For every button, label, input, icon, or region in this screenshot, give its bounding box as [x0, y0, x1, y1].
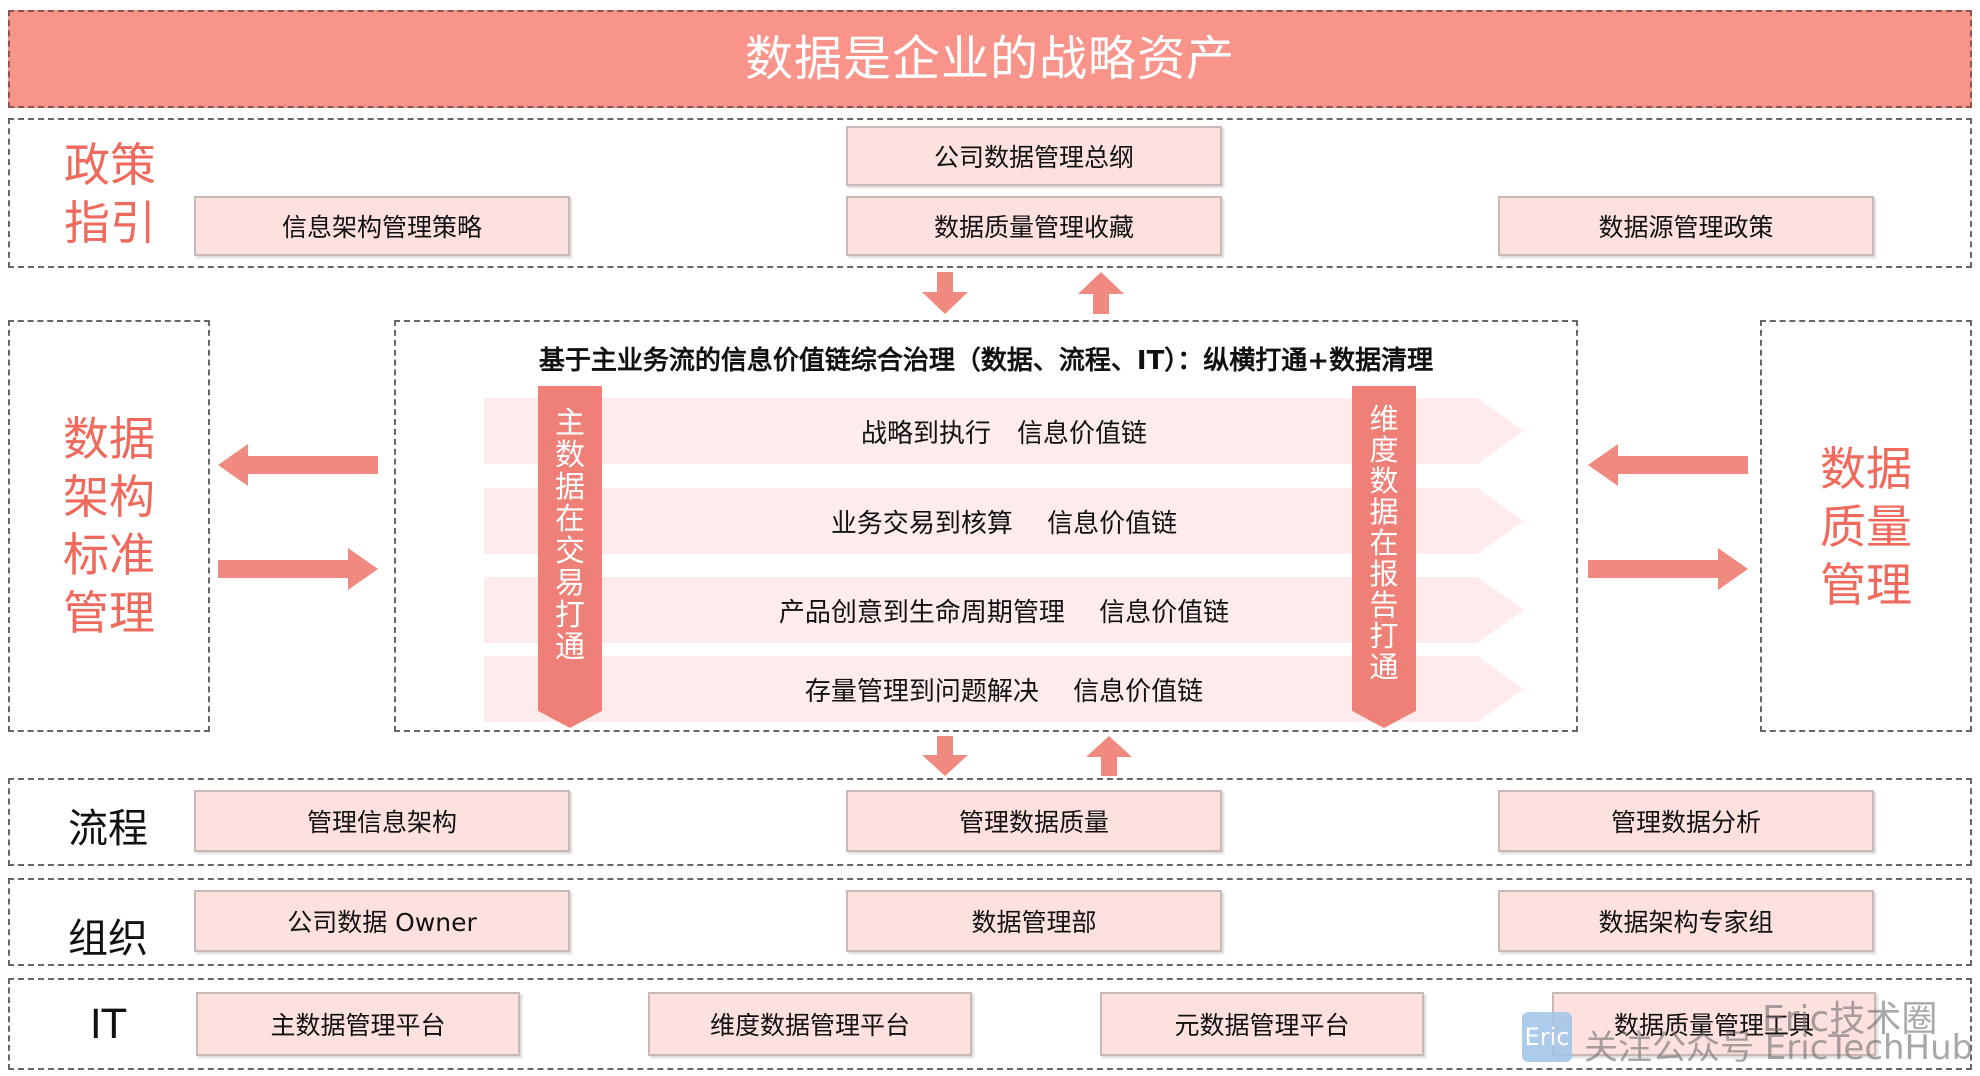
it-label: IT: [89, 1002, 127, 1048]
value-chain-transaction-label: 业务交易到核算 信息价值链: [830, 508, 1178, 539]
it-item-dimension-data: 维度数据管理平台: [648, 992, 972, 1056]
arrow-down-upper: [922, 272, 968, 314]
band-left-char: 通: [555, 630, 585, 665]
band-left-char: 打: [555, 598, 585, 633]
right-label-line2: 质量: [1820, 500, 1912, 554]
watermark-title: Eric技术圈: [1762, 999, 1938, 1040]
arrow-down-lower: [922, 736, 968, 776]
band-right-char: 报: [1369, 557, 1399, 591]
policy-label-line1: 政策: [64, 138, 156, 192]
left-label-line2: 架构: [63, 470, 155, 524]
value-chain-inventory: 存量管理到问题解决 信息价值链: [484, 656, 1524, 722]
arrow-up-upper: [1078, 272, 1124, 314]
left-label-line4: 管理: [63, 586, 155, 640]
arrow-left-right-panel: [1588, 444, 1748, 486]
arrow-right-right-panel: [1588, 548, 1748, 590]
policy-item-data-quality: 数据质量管理收藏: [846, 196, 1222, 256]
org-item-expert-group: 数据架构专家组: [1498, 890, 1874, 952]
value-chain-strategy: 战略到执行 信息价值链: [484, 398, 1524, 464]
process-item-data-analysis: 管理数据分析: [1498, 790, 1874, 852]
right-panel-label: 数据 质量 管理: [1760, 440, 1972, 614]
it-item-metadata: 元数据管理平台: [1100, 992, 1424, 1056]
right-label-line1: 数据: [1820, 442, 1912, 496]
band-right-char: 在: [1369, 526, 1399, 560]
value-chain-inventory-label: 存量管理到问题解决 信息价值链: [804, 676, 1204, 707]
band-right-char: 告: [1369, 588, 1399, 622]
master-data-band: 主 数 据 在 交 易 打 通: [538, 386, 602, 728]
band-left-char: 主: [555, 406, 585, 441]
band-right-char: 通: [1369, 650, 1399, 684]
watermark-logo: Eric: [1522, 1012, 1572, 1062]
left-panel-label: 数据 架构 标准 管理: [8, 410, 210, 642]
value-chain-transaction: 业务交易到核算 信息价值链: [484, 488, 1524, 554]
org-item-owner: 公司数据 Owner: [194, 890, 570, 952]
policy-item-info-architecture: 信息架构管理策略: [194, 196, 570, 256]
dimension-data-band: 维 度 数 据 在 报 告 打 通: [1352, 386, 1416, 728]
band-left-char: 在: [555, 502, 585, 537]
right-panel: [1760, 320, 1972, 732]
process-item-data-quality: 管理数据质量: [846, 790, 1222, 852]
policy-item-general: 公司数据管理总纲: [846, 126, 1222, 186]
org-label: 组织: [68, 916, 148, 962]
band-right-char: 维: [1369, 402, 1399, 436]
it-item-quality-tool: 数据质量管理工具: [1552, 992, 1876, 1056]
value-chain-strategy-label: 战略到执行 信息价值链: [860, 418, 1147, 449]
process-item-info-architecture: 管理信息架构: [194, 790, 570, 852]
banner-title: 数据是企业的战略资产: [8, 10, 1972, 108]
band-right-char: 打: [1369, 619, 1399, 653]
band-right-char: 度: [1369, 433, 1399, 467]
right-label-line3: 管理: [1820, 558, 1912, 612]
org-item-data-dept: 数据管理部: [846, 890, 1222, 952]
policy-label: 政策 指引: [50, 136, 170, 252]
policy-item-data-source: 数据源管理政策: [1498, 196, 1874, 256]
value-chain-product-label: 产品创意到生命周期管理 信息价值链: [778, 597, 1230, 628]
it-item-master-data: 主数据管理平台: [196, 992, 520, 1056]
band-left-char: 数: [555, 438, 585, 473]
policy-label-line2: 指引: [64, 196, 156, 250]
arrow-left-left-panel: [218, 444, 378, 486]
left-label-line1: 数据: [63, 412, 155, 466]
band-left-char: 交: [555, 534, 585, 569]
center-title: 基于主业务流的信息价值链综合治理（数据、流程、IT）：纵横打通+数据清理: [538, 346, 1434, 376]
arrow-right-left-panel: [218, 548, 378, 590]
arrow-up-lower: [1086, 736, 1132, 776]
watermark-subtitle: 关注公众号 EricTechHub: [1584, 1028, 1974, 1068]
band-left-char: 易: [555, 566, 585, 601]
band-left-char: 据: [555, 470, 585, 505]
left-label-line3: 标准: [63, 528, 155, 582]
left-panel: [8, 320, 210, 732]
band-right-char: 据: [1369, 495, 1399, 529]
value-chain-product: 产品创意到生命周期管理 信息价值链: [484, 577, 1524, 643]
band-right-char: 数: [1369, 464, 1399, 498]
process-label: 流程: [68, 806, 148, 852]
